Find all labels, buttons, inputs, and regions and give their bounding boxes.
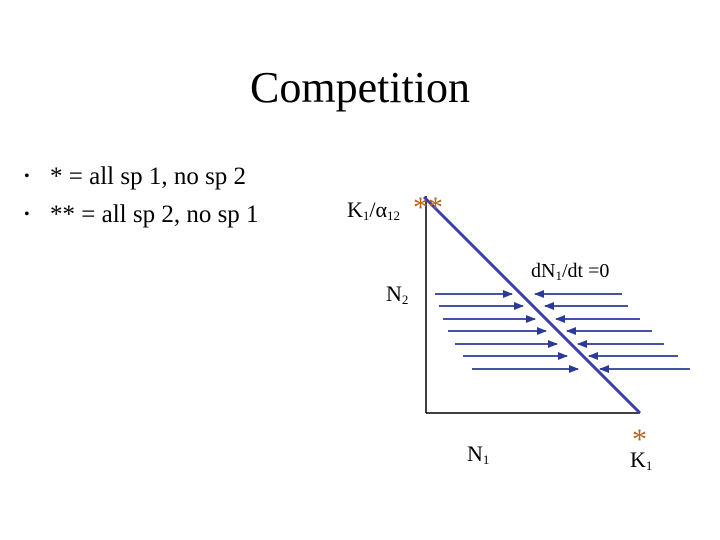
right-arrows [435, 290, 579, 373]
isocline-line [422, 195, 642, 415]
bullet-item: • ** = all sp 2, no sp 1 [24, 196, 259, 234]
bullet-item: • * = all sp 1, no sp 2 [24, 158, 259, 196]
isocline-label: dN1/dt =0 [531, 260, 610, 283]
bullet-text: ** = all sp 2, no sp 1 [50, 201, 259, 228]
x-axis-label: N1 [467, 441, 490, 467]
x-intercept-label: K1 [630, 447, 653, 473]
bullet-list: • * = all sp 1, no sp 2 • ** = all sp 2, n… [24, 158, 259, 234]
y-intercept-star: ** [413, 191, 443, 224]
left-arrows [534, 290, 690, 373]
y-axis-label: N2 [386, 281, 409, 307]
bullet-marker: • [24, 168, 30, 185]
bullet-marker: • [24, 206, 30, 223]
slide-title: Competition [250, 63, 470, 112]
bullet-text: * = all sp 1, no sp 2 [50, 163, 247, 190]
y-intercept-label: K1/α12 [347, 197, 401, 223]
x-intercept-star: * [632, 423, 647, 456]
